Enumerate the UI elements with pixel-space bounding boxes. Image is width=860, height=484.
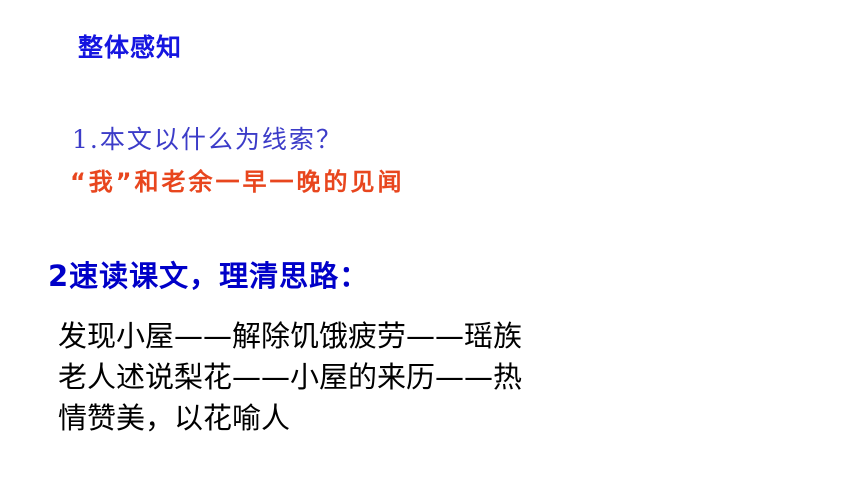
- question-text: 1.本文以什么为线索？: [72, 125, 343, 154]
- answer-text: “我”和老余一早一晚的见闻: [70, 168, 405, 196]
- slide-title: 整体感知: [78, 33, 183, 62]
- task-heading: 2速读课文，理清思路：: [48, 259, 370, 293]
- summary-line-1: 发现小屋——解除饥饿疲劳——瑶族: [58, 319, 523, 353]
- summary-line-2: 老人述说梨花——小屋的来历——热: [58, 360, 523, 394]
- summary-line-3: 情赞美，以花喻人: [58, 401, 291, 435]
- summary-block: 发现小屋——解除饥饿疲劳——瑶族 老人述说梨花——小屋的来历——热 情赞美，以花…: [58, 316, 698, 439]
